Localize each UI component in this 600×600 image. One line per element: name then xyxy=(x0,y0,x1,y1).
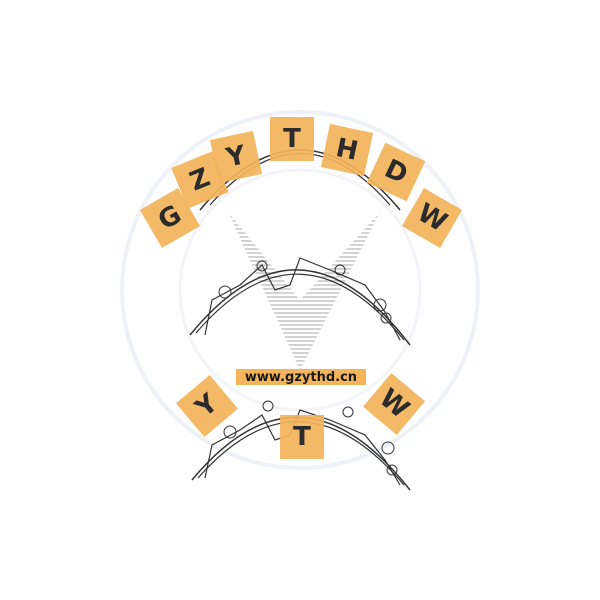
watermark-letter: T xyxy=(280,415,324,459)
watermark-url: www.gzythd.cn xyxy=(236,369,366,385)
watermark-letter: T xyxy=(270,117,314,161)
watermark-letter: Y xyxy=(209,130,263,184)
watermark-letter: H xyxy=(320,123,374,177)
